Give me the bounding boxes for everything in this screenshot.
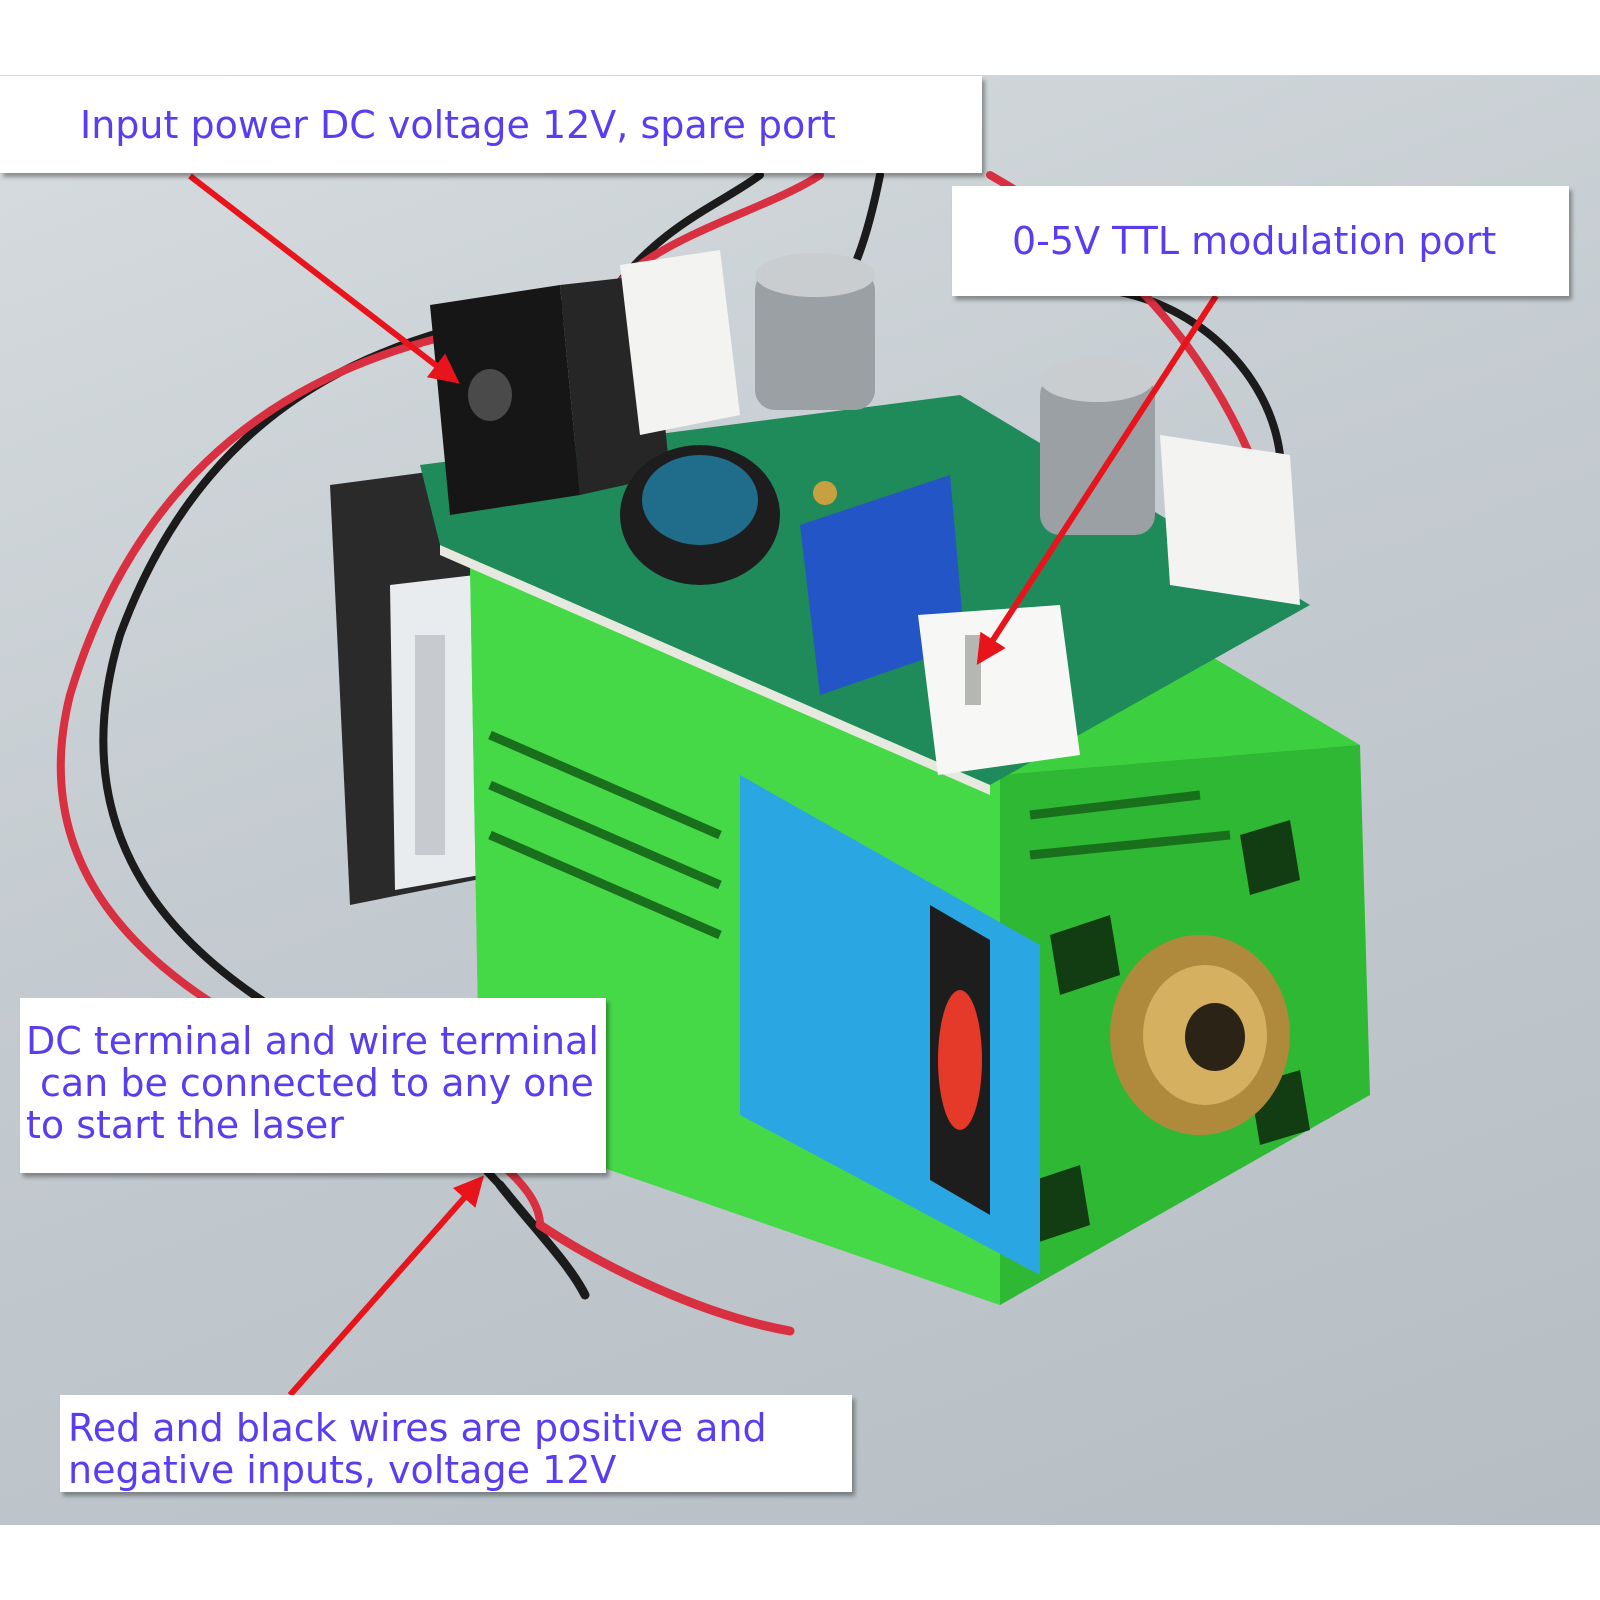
- callout-input-power-text: Input power DC voltage 12V, spare port: [80, 103, 836, 147]
- cooling-fan: [330, 465, 500, 905]
- callout-ttl-port: 0-5V TTL modulation port: [952, 186, 1569, 296]
- callout-dc-terminal-line-2: can be connected to any one: [40, 1061, 594, 1105]
- callout-red-black-wires: Red and black wires are positive and neg…: [60, 1395, 852, 1492]
- callout-dc-terminal-line-3: to start the laser: [26, 1103, 344, 1147]
- callout-ttl-port-text: 0-5V TTL modulation port: [1012, 219, 1497, 263]
- callout-input-power: Input power DC voltage 12V, spare port: [0, 76, 982, 173]
- callout-dc-terminal: DC terminal and wire terminal can be con…: [20, 998, 606, 1173]
- laser-module-illustration: [56, 171, 1370, 1336]
- laser-module-photo: [0, 75, 1600, 1525]
- callout-red-black-wires-line-1: Red and black wires are positive and: [68, 1406, 767, 1450]
- callout-dc-terminal-line-1: DC terminal and wire terminal: [26, 1019, 599, 1063]
- callout-red-black-wires-line-2: negative inputs, voltage 12V: [68, 1448, 617, 1492]
